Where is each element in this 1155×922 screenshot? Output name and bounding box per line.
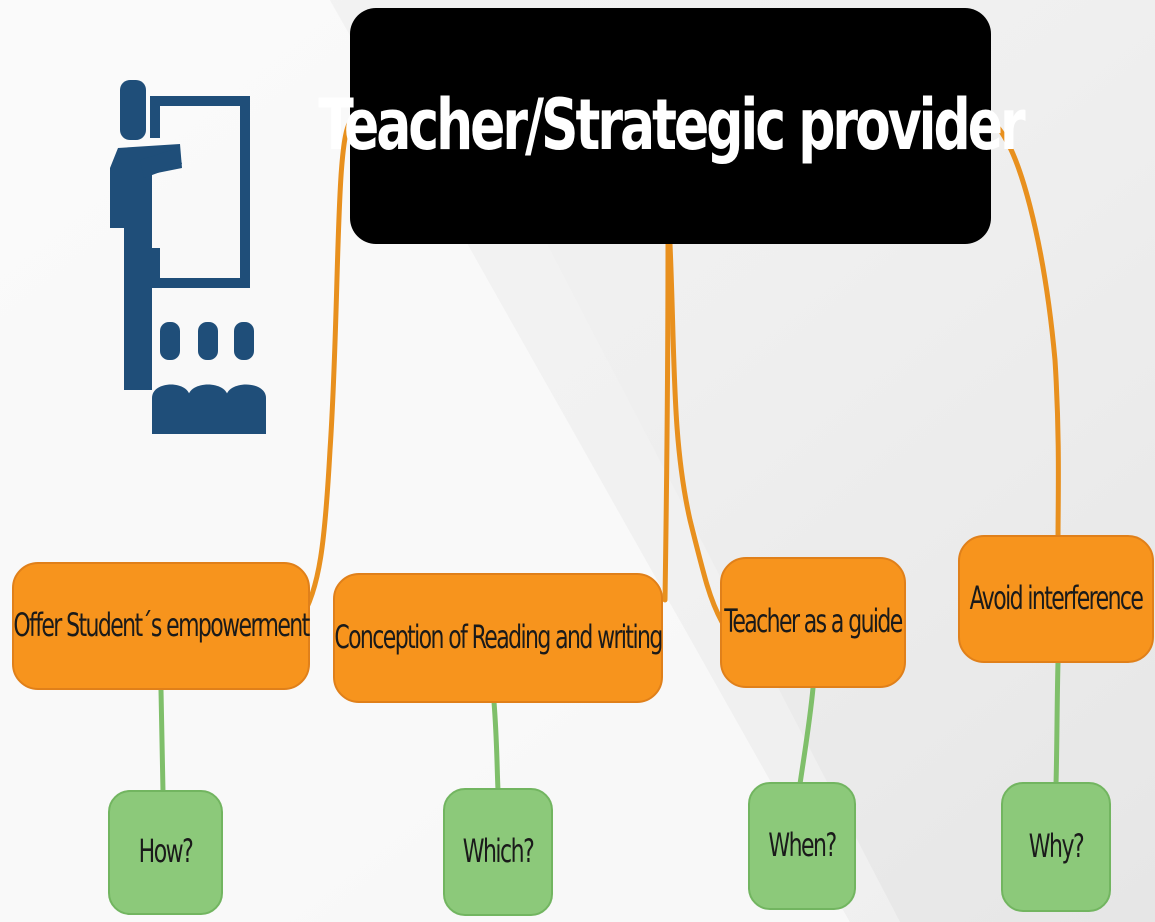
leaf-node-how: How?	[108, 790, 223, 915]
leaf-node-label: How?	[138, 834, 194, 871]
root-node-label: Teacher/Strategic provider	[318, 85, 1025, 167]
leaf-node-which: Which?	[443, 788, 553, 916]
teacher-presentation-graphic	[110, 80, 266, 434]
branch-node-label: Conception of Reading and writing	[334, 619, 663, 657]
connector-to-leaf-1	[158, 687, 166, 795]
leaf-node-when: When?	[748, 782, 856, 910]
connector-to-branch-4	[987, 117, 1061, 543]
leaf-node-label: When?	[768, 827, 837, 865]
connector-to-branch-3	[667, 241, 725, 625]
branch-node-interference: Avoid interference	[958, 535, 1154, 663]
branch-node-label: Offer Student´s empowerment	[13, 607, 310, 645]
connector-to-branch-2	[662, 241, 671, 603]
connector-to-leaf-4	[1053, 659, 1061, 787]
connector-to-branch-1	[297, 117, 355, 623]
branch-node-conception: Conception of Reading and writing	[333, 573, 663, 703]
branch-node-guide: Teacher as a guide	[720, 557, 906, 688]
connectors-branch-leaves	[158, 659, 1061, 795]
branch-node-label: Avoid interference	[969, 580, 1144, 618]
connector-to-leaf-3	[797, 685, 816, 787]
connector-to-leaf-2	[491, 699, 501, 793]
branch-node-empowerment: Offer Student´s empowerment	[12, 562, 310, 690]
branch-node-label: Teacher as a guide	[724, 604, 903, 641]
root-node: Teacher/Strategic provider	[318, 8, 1026, 244]
leaf-node-label: Why?	[1028, 828, 1085, 866]
connectors-root-branches	[297, 117, 1061, 625]
teacher-presentation-icon	[100, 78, 275, 440]
leaf-node-why: Why?	[1001, 782, 1111, 912]
leaf-node-label: Which?	[462, 833, 535, 871]
